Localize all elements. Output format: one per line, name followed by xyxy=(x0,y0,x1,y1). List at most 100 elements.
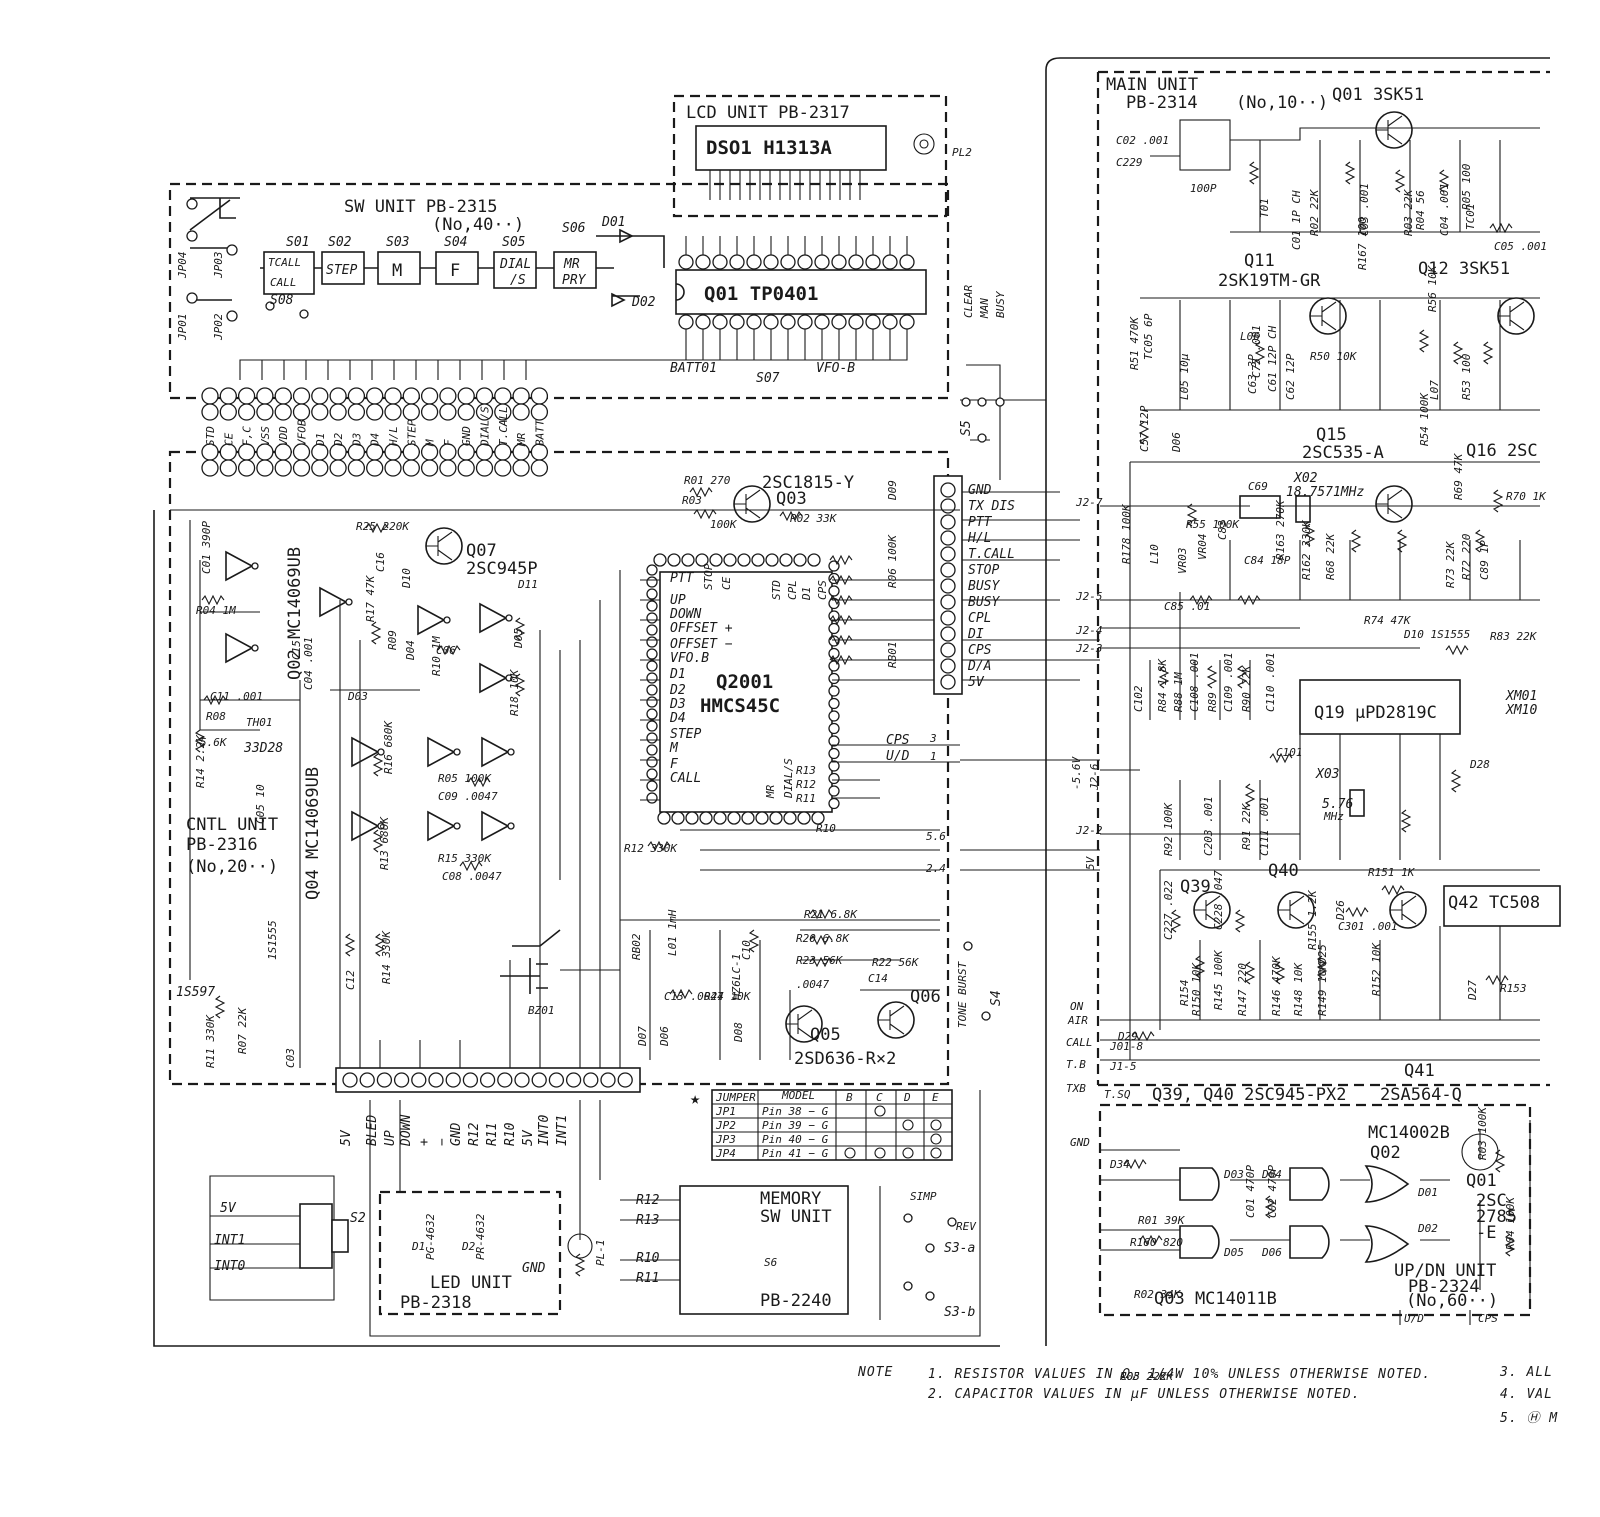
q03-type: 2SC1815-Y xyxy=(762,473,854,493)
part-label: C109 .001 xyxy=(1222,652,1235,712)
transistor-lead xyxy=(426,531,453,561)
rconn-pin xyxy=(940,626,956,642)
transistor-lead xyxy=(1278,895,1305,925)
part-label: D34 xyxy=(1109,1158,1130,1171)
resistor-symbol xyxy=(1244,783,1256,807)
part-label: R05 100 xyxy=(1460,163,1473,210)
q40-label: Q40 xyxy=(1268,861,1299,881)
part-label: R162 330K xyxy=(1300,519,1313,580)
part-label: D08 xyxy=(732,1022,745,1043)
chip-pin xyxy=(755,811,769,825)
x03-unit: MHz xyxy=(1323,810,1344,823)
rconn-label: BUSY xyxy=(968,595,1000,610)
signal-label: CALL xyxy=(1066,1036,1093,1049)
resistor-symbol xyxy=(689,486,713,498)
part-label: C57 12P xyxy=(1138,405,1151,452)
resistor-symbol xyxy=(1248,161,1260,185)
rconn-label: CPS xyxy=(886,733,910,748)
header-pin xyxy=(494,387,512,405)
chip-pin-label: PTT xyxy=(670,571,695,586)
mc14002b-label: MC14002B xyxy=(1368,1123,1450,1143)
chip-pin xyxy=(646,744,658,756)
tp-lead xyxy=(459,329,857,380)
updn-q02-label: Q02 xyxy=(1370,1143,1401,1163)
xm01-label: XM01 xyxy=(1505,689,1537,704)
chip-pin xyxy=(646,708,658,720)
resistor-symbol xyxy=(1494,1149,1506,1173)
chip-pin xyxy=(807,553,821,567)
part-label: C110 .001 xyxy=(1264,652,1277,712)
s08-label: S08 xyxy=(270,293,294,308)
signal-label: -5.6V xyxy=(1070,756,1083,790)
part-label: R83 22K xyxy=(1490,630,1538,643)
rconn-label: DI xyxy=(967,627,984,642)
tp-pin xyxy=(831,254,847,270)
header-pin-label: GND xyxy=(460,426,473,446)
bconn-pin xyxy=(393,1072,410,1088)
rconn-label: TX DIS xyxy=(968,499,1015,514)
jumper-header: D xyxy=(903,1091,911,1104)
part-label: R70 1K xyxy=(1506,490,1547,503)
part-label: C301 .001 xyxy=(1338,920,1398,933)
part-label: RB02 xyxy=(630,933,643,960)
q41-label: Q41 xyxy=(1404,1061,1435,1081)
updn-d01: D01 xyxy=(1417,1186,1438,1199)
rconn-pin xyxy=(940,562,956,578)
part-label: R147 220 xyxy=(1236,963,1249,1016)
part-label: R167 100 xyxy=(1356,217,1369,270)
updn-unit-model: PB-2324 xyxy=(1408,1277,1480,1297)
chip-pin xyxy=(727,811,741,825)
header-pin xyxy=(274,387,292,405)
main-labels: MAIN UNIT PB-2314 (No,10··) Q01 3SK51 Q1… xyxy=(1106,75,1540,1105)
jumper-header: C xyxy=(876,1091,883,1104)
updn-d05: D05 xyxy=(1223,1246,1244,1259)
part-label: C102 xyxy=(1132,685,1145,712)
part-label: D06 xyxy=(1170,432,1183,453)
part-label: R153 xyxy=(1500,982,1527,995)
resistor-symbol xyxy=(1234,909,1246,933)
chip-pin xyxy=(828,672,840,685)
s04-label: S04 xyxy=(444,235,467,250)
bconn-pin xyxy=(342,1072,358,1088)
rconn-label: 5V xyxy=(968,675,985,690)
transistor-lead xyxy=(1498,301,1525,331)
header-pin-label: VSS xyxy=(259,426,272,446)
memsw-r11: R11 xyxy=(636,1271,659,1286)
tp-pin xyxy=(814,254,830,270)
resistor-symbol xyxy=(1158,665,1170,689)
part-label: R04 1M xyxy=(196,604,236,617)
hmcs45c-chip xyxy=(646,553,840,825)
tp-pin xyxy=(695,314,711,330)
part-label: C01 470P xyxy=(1244,1165,1257,1218)
chip-pin xyxy=(709,553,723,567)
header-pin xyxy=(366,403,384,421)
header-pin xyxy=(439,459,457,477)
part-label: VR04 xyxy=(1196,534,1209,561)
part-label: D25 xyxy=(1316,944,1329,965)
part-label: R25 220K xyxy=(356,520,410,533)
chip-pin-label: STOP xyxy=(702,563,715,590)
q42-label: Q42 TC508 xyxy=(1448,893,1540,913)
inverter-bubble xyxy=(453,748,461,756)
header-pin-label: D3 xyxy=(350,433,363,447)
part-label: C101 xyxy=(1276,746,1303,759)
chip-pin xyxy=(646,672,658,684)
resistor-symbol xyxy=(1489,222,1513,234)
resistor-symbol xyxy=(829,614,853,626)
rconn-label: GND xyxy=(968,483,992,498)
lcd-unit-box xyxy=(672,94,948,218)
bconn-pin xyxy=(359,1072,375,1088)
part-label: C03 xyxy=(284,1048,297,1068)
tp-lead xyxy=(525,329,908,380)
part-label: R91 22K xyxy=(1240,802,1253,850)
resistor-symbol xyxy=(647,840,671,852)
resistor-symbol xyxy=(1206,665,1218,689)
resistor-symbol xyxy=(1264,1195,1276,1219)
q07-label: Q07 xyxy=(466,541,497,561)
x03-freq: 5.76 xyxy=(1322,797,1353,812)
rconn-label: PTT xyxy=(968,515,993,530)
tp-pin xyxy=(882,314,898,330)
main-q01-label: Q01 3SK51 xyxy=(1332,85,1424,105)
transistor-lead xyxy=(734,489,761,519)
part-label: L10 xyxy=(1148,544,1161,564)
